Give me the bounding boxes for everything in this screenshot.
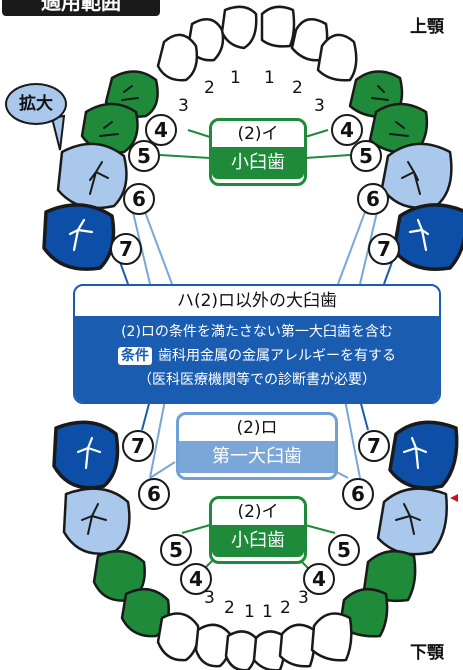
- first-molar-code: (2)ロ: [236, 418, 278, 438]
- lower-first-molar-6l: [62, 487, 131, 555]
- circle-num-4: 4: [180, 563, 212, 595]
- tooth-num: 1: [230, 68, 241, 88]
- upper-incisor-1r: [260, 5, 296, 48]
- circle-num-5: 5: [160, 534, 192, 566]
- tooth-num: 2: [292, 78, 303, 98]
- lower-canine-3l: [156, 612, 200, 662]
- lower-incisor-2l: [194, 623, 232, 668]
- tooth-num: 1: [244, 602, 255, 622]
- other-molar-body: (2)ロの条件を満たさない第一大臼歯を含む 条件歯科用金属の金属アレルギーを有す…: [75, 316, 439, 402]
- upper-second-molar-7r: [392, 203, 463, 271]
- circle-num-7: 7: [110, 233, 142, 265]
- circle-num-5: 5: [350, 140, 382, 172]
- lower-premolar-code: (2)イ: [237, 502, 279, 522]
- scope-label: 適用範囲: [2, 0, 160, 16]
- upper-canine-3l: [156, 33, 199, 82]
- lower-incisor-2r: [278, 623, 316, 668]
- lower-premolar-name: 小臼歯: [212, 525, 304, 557]
- lower-jaw-label: 下顎: [410, 643, 444, 663]
- upper-jaw-label: 上顎: [410, 17, 444, 37]
- line-upper-right-5: [304, 154, 351, 159]
- first-molar-box: (2)ロ 第一大臼歯: [176, 412, 338, 480]
- line-upper-right-6a: [337, 203, 369, 285]
- lower-first-molar-6r: [376, 487, 448, 556]
- lower-premolar-5l: [92, 549, 146, 602]
- circle-num-6: 6: [138, 478, 170, 510]
- circle-num-4: 4: [331, 114, 363, 146]
- line-upper-left-5: [159, 154, 211, 159]
- circle-num-6: 6: [342, 478, 374, 510]
- circle-num-4: 4: [303, 563, 335, 595]
- condition-badge: 条件: [118, 347, 152, 365]
- line-lower-right-6b: [344, 399, 361, 479]
- line-upper-right-4: [304, 129, 329, 138]
- tooth-num: 2: [224, 598, 235, 618]
- line-lower-left-6b: [149, 399, 166, 479]
- lower-second-molar-7r: [388, 420, 459, 490]
- circle-num-6: 6: [123, 183, 155, 215]
- line-upper-left-7: [119, 261, 129, 285]
- tooth-num: 2: [280, 598, 291, 618]
- tooth-num: 3: [204, 588, 215, 608]
- tooth-num: 3: [298, 588, 309, 608]
- other-molar-line2-row: 条件歯科用金属の金属アレルギーを有する: [75, 344, 439, 368]
- first-molar-name: 第一大臼歯: [179, 441, 335, 473]
- line-lower-right-5: [304, 524, 336, 534]
- circle-num-6: 6: [357, 183, 389, 215]
- other-molar-title: ハ(2)ロ以外の大臼歯: [176, 291, 338, 311]
- lower-second-molar-7l: [52, 420, 120, 490]
- tooth-num: 1: [262, 602, 273, 622]
- line-upper-left-6a: [141, 203, 173, 285]
- upper-second-molar-7l: [42, 203, 116, 271]
- tooth-num: 3: [314, 96, 325, 116]
- upper-premolar-5r: [368, 102, 429, 154]
- other-molar-line1: (2)ロの条件を満たさない第一大臼歯を含む: [121, 324, 393, 340]
- tooth-num: 3: [178, 96, 189, 116]
- line-lower-left-5: [181, 524, 211, 534]
- enlarge-callout: 拡大: [5, 83, 67, 125]
- circle-num-7: 7: [368, 233, 400, 265]
- circle-num-5: 5: [328, 534, 360, 566]
- line-upper-right-7: [383, 261, 393, 285]
- upper-premolar-code: (2)イ: [237, 124, 279, 144]
- upper-premolar-name: 小臼歯: [212, 147, 304, 179]
- other-molar-box: ハ(2)ロ以外の大臼歯 (2)ロの条件を満たさない第一大臼歯を含む 条件歯科用金…: [73, 284, 441, 404]
- line-lower-left-7: [141, 399, 151, 431]
- tooth-num: 1: [264, 68, 275, 88]
- lower-incisor-1l: [224, 630, 258, 670]
- circle-num-5: 5: [128, 140, 160, 172]
- upper-premolar-box: (2)イ 小臼歯: [209, 118, 307, 186]
- line-lower-right-7: [359, 399, 369, 431]
- upper-canine-3r: [316, 33, 358, 82]
- red-marker: [450, 494, 458, 502]
- other-molar-line2: 歯科用金属の金属アレルギーを有する: [158, 348, 396, 364]
- upper-incisor-1l: [220, 5, 258, 50]
- line-upper-left-4: [187, 129, 211, 138]
- lower-premolar-box: (2)イ 小臼歯: [209, 496, 307, 564]
- other-molar-line3: （医科医療機関等での診断書が必要）: [138, 372, 376, 388]
- lower-canine-3r: [310, 612, 353, 662]
- tooth-num: 2: [204, 78, 215, 98]
- circle-num-7: 7: [358, 430, 390, 462]
- line-lower-left-6a: [149, 461, 176, 479]
- circle-num-7: 7: [122, 430, 154, 462]
